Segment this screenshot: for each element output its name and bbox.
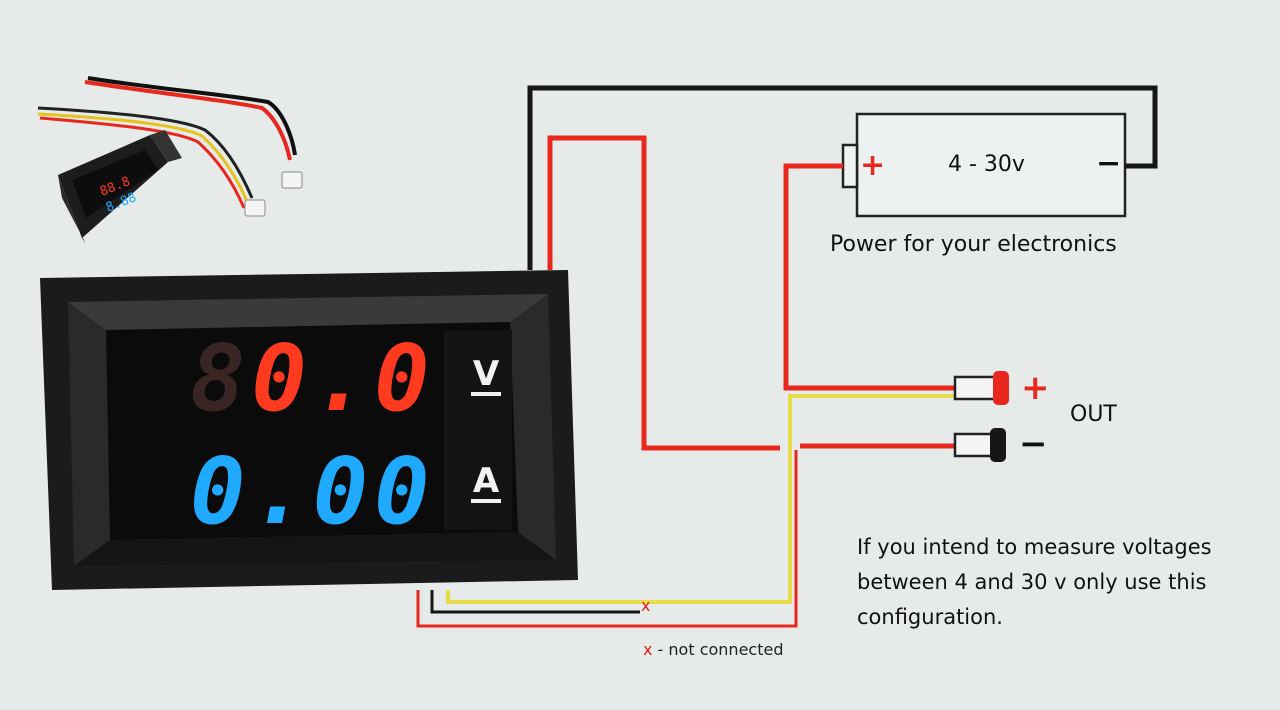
battery-caption: Power for your electronics (830, 232, 1117, 257)
meter-current-unit: A (473, 461, 500, 501)
meter-current-display: 0.00 (190, 438, 436, 545)
out-positive-terminal (953, 371, 1009, 405)
red-wire-battery-positive (783, 163, 955, 391)
usage-note-line: between 4 and 30 v only use this (857, 570, 1207, 594)
wires (416, 85, 1158, 628)
battery-positive-symbol: + (860, 148, 886, 183)
out-label: OUT (1070, 402, 1117, 427)
meter-voltage-display: 80.0 (190, 325, 436, 432)
usage-note-line: configuration. (857, 605, 1003, 629)
legend-text: - not connected (652, 640, 784, 659)
red-wire-load-negative (547, 135, 780, 451)
usage-note: If you intend to measure voltages betwee… (857, 530, 1267, 635)
not-connected-legend: x - not connected (643, 640, 783, 659)
meter-voltage-unit: V (473, 354, 500, 394)
out-negative-symbol: − (1019, 424, 1048, 464)
not-connected-x-mark: x (641, 596, 651, 615)
battery-voltage-label: 4 - 30v (948, 152, 1025, 177)
out-positive-symbol: + (1021, 368, 1050, 408)
battery-negative-symbol: − (1096, 146, 1122, 181)
legend-x: x (643, 640, 653, 659)
black-wire-not-connected (430, 590, 640, 614)
panel-meter: 80.0 0.00 V A (40, 270, 578, 590)
out-negative-terminal (953, 428, 1006, 462)
battery-symbol (841, 112, 1127, 218)
meter-thumbnail: 88.8 8.88 (37, 76, 303, 244)
black-wire-battery-negative (527, 85, 1158, 270)
usage-note-line: If you intend to measure voltages (857, 535, 1212, 559)
red-wire-thin-lead (416, 450, 798, 628)
yellow-wire-sense (446, 394, 955, 604)
